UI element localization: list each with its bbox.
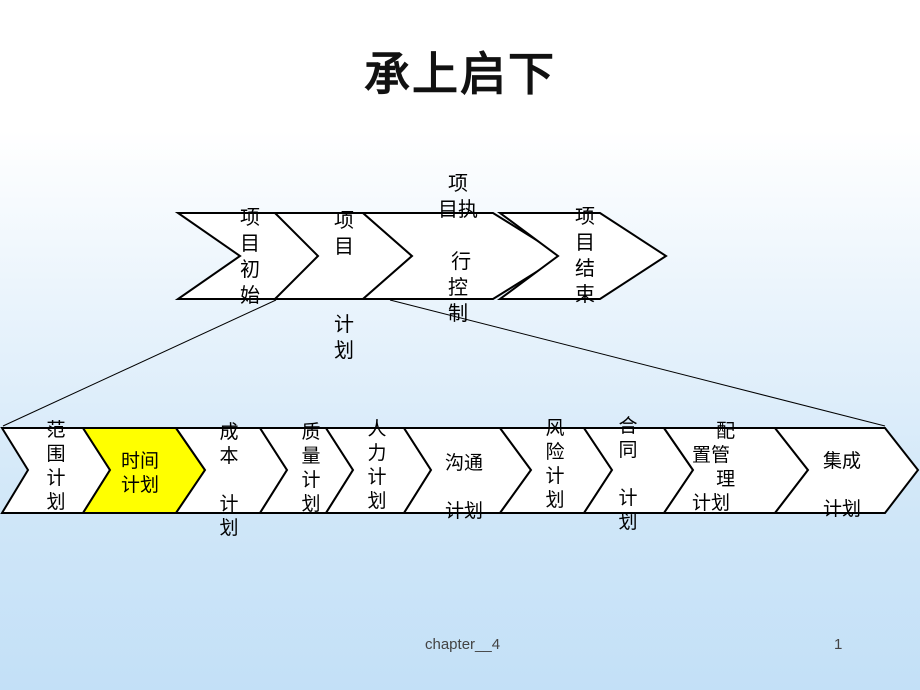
footer-page-number: 1 bbox=[834, 636, 843, 653]
phase-label-planning: 项 目 计 划 bbox=[334, 208, 354, 362]
phase-label-closing: 项 目 结 束 bbox=[575, 204, 595, 306]
zoom-line-right bbox=[389, 299, 886, 427]
plan-label-configuration: 配 置管 理 计划 bbox=[692, 420, 736, 514]
phase-label-initiation: 项 目 初 始 bbox=[240, 205, 260, 307]
plan-label-time: 时间 计划 bbox=[120, 450, 159, 496]
plan-label-risk: 风 险 计 划 bbox=[545, 417, 565, 511]
phase-chevron-execution bbox=[360, 212, 564, 300]
plan-label-quality: 质 量 计 划 bbox=[301, 421, 321, 515]
page-title: 承上启下 bbox=[364, 47, 556, 101]
plan-label-communication: 沟通 计划 bbox=[444, 452, 483, 522]
plan-chevron-integration bbox=[772, 427, 920, 514]
zoom-line-left bbox=[2, 299, 277, 427]
plan-label-hr: 人 力 计 划 bbox=[367, 418, 387, 512]
plan-label-cost: 成 本 计 划 bbox=[219, 421, 239, 539]
plan-label-scope: 范 围 计 划 bbox=[46, 419, 66, 513]
phase-chevron-closing bbox=[496, 212, 668, 300]
plan-label-contract: 合 同 计 划 bbox=[618, 415, 638, 533]
phase-label-execution: 项 目执 行 控 制 bbox=[438, 171, 478, 325]
footer-chapter: chapter__4 bbox=[425, 636, 501, 653]
plan-label-integration: 集成 计划 bbox=[822, 450, 861, 520]
